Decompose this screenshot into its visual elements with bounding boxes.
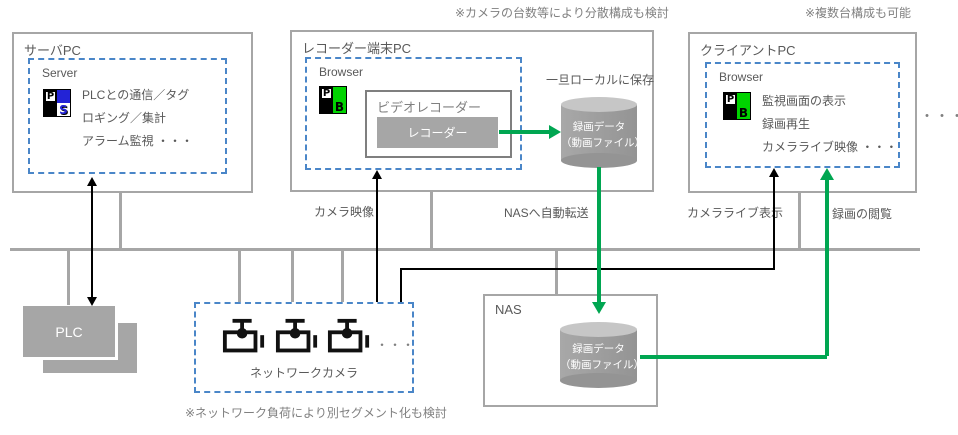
camera-live-label: カメラライブ表示	[687, 206, 784, 220]
cylinder-label-line2: （動画ファイル）	[560, 359, 644, 371]
camera-icon	[222, 318, 265, 353]
arrowhead-down-to-nas	[592, 302, 606, 314]
cylinder-body	[560, 330, 637, 381]
icon-letter-b: B	[737, 105, 750, 120]
server-feature-1: PLCとの通信／タグ	[82, 88, 190, 102]
server-pc-bus-connector	[119, 193, 122, 248]
client-feature-list: 監視画面の表示 録画再生 カメラライブ映像 ・・・	[762, 90, 897, 159]
server-app-dashed-box: Server P S PLCとの通信／タグ ロギング／集計 アラーム監視 ・・・	[28, 58, 227, 174]
client-feature-1: 監視画面の表示	[762, 94, 847, 108]
cylinder-top	[561, 97, 637, 112]
recording-view-label: 録画の閲覧	[832, 207, 893, 221]
recorder-module: レコーダー	[377, 117, 498, 148]
icon-letter-s: S	[57, 103, 70, 116]
client-feature-3: カメラライブ映像 ・・・	[762, 140, 898, 154]
nas-to-client-line-v	[825, 179, 829, 356]
camera-icon	[275, 318, 318, 353]
nas-recording-data-cylinder: 録画データ （動画ファイル）	[560, 322, 644, 388]
client-browser-icon: P B	[723, 92, 751, 120]
bus-nas-connector	[555, 251, 558, 294]
annotation-distributed-config: ※カメラの台数等により分散構成も検討	[455, 6, 669, 20]
icon-blue-square	[57, 90, 70, 103]
annotation-multi-unit: ※複数台構成も可能	[805, 6, 912, 20]
client-browser-dashed-box: Browser P B 監視画面の表示 録画再生 カメラライブ映像 ・・・	[705, 62, 900, 168]
client-more-ellipsis: ・・・	[920, 108, 958, 124]
cylinder-bottom	[561, 153, 637, 168]
arrowhead-up-to-client-browser	[769, 168, 779, 177]
server-app-label: Server	[42, 66, 78, 80]
cylinder-label-line1: 録画データ	[572, 343, 625, 355]
icon-black-square	[320, 100, 333, 113]
server-app-icon: P S	[43, 89, 71, 117]
icon-black-square	[44, 103, 57, 116]
camera-to-recorder-line	[376, 179, 378, 302]
client-feature-2: 録画再生	[762, 117, 811, 131]
server-feature-3: アラーム監視 ・・・	[82, 134, 193, 148]
network-camera-dashed-box: ・・・ ネットワークカメラ	[194, 302, 414, 393]
bus-camera1-connector	[238, 251, 241, 302]
server-pc-title: サーバPC	[24, 43, 81, 58]
recorder-pc-title: レコーダー端末PC	[302, 41, 412, 56]
nas-auto-transfer-label: NASへ自動転送	[504, 206, 589, 220]
recorder-pc-bus-connector	[430, 192, 433, 248]
cylinder-label-line1: 録画データ	[572, 121, 626, 133]
client-pc-bus-connector	[798, 193, 801, 248]
client-pc-title: クライアントPC	[700, 43, 796, 58]
recorder-to-local-line	[499, 130, 549, 134]
video-recorder-title: ビデオレコーダー	[377, 100, 482, 115]
arrowhead-up-to-server	[87, 177, 97, 186]
arrowhead-up-green-to-client	[820, 168, 834, 180]
video-recorder-box: ビデオレコーダー レコーダー	[365, 90, 512, 158]
bus-camera3-connector	[341, 251, 344, 302]
annotation-segment: ※ネットワーク負荷により別セグメント化も検討	[185, 406, 447, 420]
nas-title: NAS	[495, 302, 522, 317]
icon-green-square	[333, 87, 346, 100]
local-save-label: 一旦ローカルに保存	[545, 73, 654, 87]
camera-icon	[327, 318, 370, 353]
icon-letter-p: P	[724, 93, 737, 106]
cylinder-body	[561, 105, 637, 161]
bus-plc-connector	[67, 251, 70, 305]
bus-camera2-connector	[291, 251, 294, 302]
local-to-nas-line	[597, 167, 601, 303]
icon-letter-p: P	[320, 87, 333, 100]
recorder-browser-dashed-box: Browser P B	[305, 57, 522, 170]
cameras-more-ellipsis: ・・・	[376, 338, 416, 352]
cylinder-bottom	[560, 373, 637, 388]
network-camera-label: ネットワークカメラ	[249, 366, 358, 380]
icon-letter-p: P	[44, 90, 57, 103]
server-feature-list: PLCとの通信／タグ ロギング／集計 アラーム監視 ・・・	[82, 84, 193, 153]
server-plc-arrow-line	[91, 185, 93, 298]
client-browser-label: Browser	[719, 70, 764, 84]
plc-box: PLC	[20, 303, 118, 360]
camera-to-client-line-v1	[400, 268, 402, 302]
nas-to-client-line-h	[640, 355, 827, 359]
arrowhead-down-to-plc	[87, 297, 97, 306]
icon-black-square	[724, 106, 737, 119]
recorder-browser-icon: P B	[319, 86, 347, 114]
local-recording-data-cylinder: 録画データ （動画ファイル）	[561, 97, 645, 168]
camera-to-client-line-v2	[773, 177, 775, 270]
cylinder-top	[560, 322, 637, 337]
arrowhead-up-to-recorder-browser	[372, 170, 382, 179]
arrowhead-right-to-local-cylinder	[549, 125, 561, 139]
camera-to-client-line-h	[400, 268, 775, 270]
server-feature-2: ロギング／集計	[82, 111, 167, 125]
icon-green-square	[737, 93, 750, 106]
recorder-browser-label: Browser	[319, 65, 364, 79]
icon-letter-b: B	[333, 99, 346, 114]
cylinder-label-line2: （動画ファイル）	[561, 137, 645, 149]
network-bus-line	[10, 248, 920, 251]
camera-video-label: カメラ映像	[313, 205, 374, 219]
